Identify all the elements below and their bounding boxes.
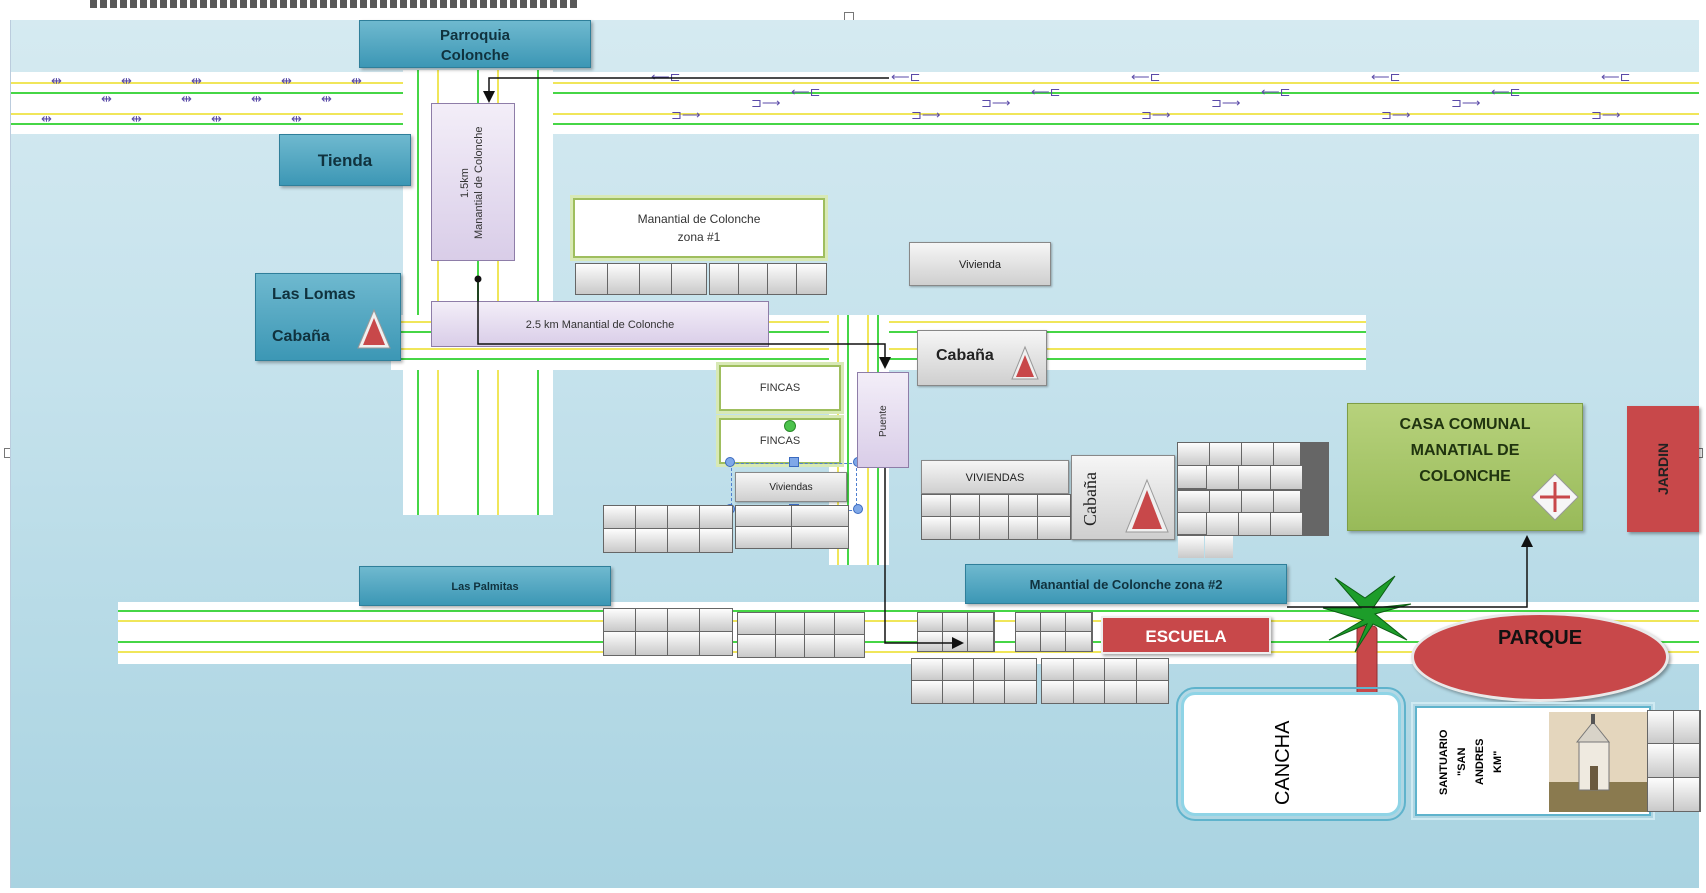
fincas-box-1: FINCAS — [716, 362, 844, 414]
houses-zona1-left — [575, 263, 707, 295]
vehicle-arrow-icon: ⇹ — [321, 91, 332, 106]
vivienda-box: Vivienda — [909, 242, 1051, 286]
parque-label: PARQUE — [1497, 627, 1583, 649]
km25-road-label: 2.5 km Manantial de Colonche — [431, 301, 769, 347]
vehicle-arrow-icon: ⊐⟶ — [671, 107, 701, 122]
casa-comunal-label: CASA COMUNAL MANATIAL DE COLONCHE — [1399, 416, 1531, 485]
houses-row-escuela-1 — [917, 612, 995, 652]
casa-comunal-box: CASA COMUNAL MANATIAL DE COLONCHE — [1347, 403, 1583, 531]
puente-box: Puente — [857, 372, 909, 468]
vehicle-arrow-icon: ⇹ — [101, 91, 112, 106]
jardin-label: JARDIN — [1655, 442, 1671, 496]
cabana-label: Cabaña — [272, 328, 330, 345]
houses-near-casa-bottom — [1177, 490, 1329, 558]
map-canvas: ⇹ ⇹ ⇹ ⇹ ⇹ ⇹ ⇹ ⇹ ⇹ ⇹ ⇹ ⇹ ⇹ ⟵⊏ ⟵⊏ ⟵⊏ ⟵⊏ ⟵⊏… — [10, 20, 1701, 888]
las-palmitas-box: Las Palmitas — [359, 566, 611, 606]
vehicle-arrow-icon: ⟵⊏ — [1131, 69, 1161, 84]
vehicle-arrow-icon: ⊐⟶ — [911, 107, 941, 122]
viviendas-caps-box: VIVIENDAS — [921, 460, 1069, 494]
cabana-vertical-box: Cabaña — [1071, 455, 1175, 540]
vehicle-arrow-icon: ⟵⊏ — [891, 69, 921, 84]
cancha-box: CANCHA — [1176, 687, 1406, 821]
cabana-right-label: Cabaña — [936, 347, 994, 364]
vehicle-arrow-icon: ⟵⊏ — [651, 69, 681, 84]
houses-below-palmitas-1 — [603, 608, 733, 656]
las-lomas-label: Las Lomas — [272, 286, 356, 303]
cancha-label: CANCHA — [1272, 720, 1294, 805]
vehicle-arrow-icon: ⇹ — [291, 111, 302, 126]
houses-row-escuela-4 — [1041, 658, 1169, 704]
km15-label-text: 1.5km Manantial de Colonche — [459, 126, 485, 240]
vehicle-arrow-icon: ⊐⟶ — [751, 95, 781, 110]
resize-handle[interactable] — [853, 504, 863, 514]
houses-row-escuela-3 — [911, 658, 1037, 704]
vehicle-arrow-icon: ⇹ — [51, 73, 62, 88]
cabana-vertical-label: Cabaña — [1080, 472, 1100, 526]
vehicle-arrow-icon: ⇹ — [351, 73, 362, 88]
vehicle-arrow-icon: ⇹ — [41, 111, 52, 126]
resize-handle[interactable] — [789, 457, 799, 467]
resize-handle[interactable] — [725, 457, 735, 467]
vehicle-arrow-icon: ⊐⟶ — [1451, 95, 1481, 110]
houses-left-of-viviendas — [603, 505, 733, 553]
houses-zona1-right — [709, 263, 827, 295]
houses-near-casa-top — [1177, 442, 1329, 513]
vehicle-arrow-icon: ⇹ — [131, 111, 142, 126]
vehicle-arrow-icon: ⇹ — [181, 91, 192, 106]
tienda-box: Tienda — [279, 134, 411, 186]
church-photo-icon — [1549, 712, 1647, 812]
las-lomas-cabana-box: Las Lomas Cabaña — [255, 273, 401, 361]
escuela-box: ESCUELA — [1101, 616, 1271, 654]
vehicle-arrow-icon: ⊐⟶ — [981, 95, 1011, 110]
vehicle-arrow-icon: ⇹ — [211, 111, 222, 126]
vehicle-arrow-icon: ⊐⟶ — [1591, 107, 1621, 122]
vehicle-arrow-icon: ⟵⊏ — [791, 84, 821, 99]
top-clipped-caption — [90, 0, 580, 8]
warning-triangle-icon — [1125, 478, 1169, 533]
jardin-box: JARDIN — [1627, 406, 1699, 532]
santuario-label: SANTUARIO "SAN ANDRES KM" — [1438, 729, 1504, 795]
top-road — [11, 72, 1699, 134]
vehicle-arrow-icon: ⊐⟶ — [1381, 107, 1411, 122]
houses-row-escuela-2 — [1015, 612, 1093, 652]
viviendas-small-box: Viviendas — [735, 472, 847, 502]
parroquia-colonche-box: Parroquia Colonche — [359, 20, 591, 68]
vehicle-arrow-icon: ⇹ — [251, 91, 262, 106]
warning-triangle-icon — [357, 308, 391, 349]
cabana-right-box: Cabaña — [917, 330, 1047, 386]
vehicle-arrow-icon: ⇹ — [281, 73, 292, 88]
puente-label: Puente — [878, 405, 889, 437]
vehicle-arrow-icon: ⊐⟶ — [1141, 107, 1171, 122]
rotation-handle[interactable] — [784, 420, 796, 432]
compass-icon — [1531, 473, 1579, 521]
manantial-zona2-box: Manantial de Colonche zona #2 — [965, 564, 1287, 604]
warning-triangle-icon — [1011, 345, 1039, 380]
vehicle-arrow-icon: ⊐⟶ — [1211, 95, 1241, 110]
manantial-zona1-box: Manantial de Colonche zona #1 — [570, 195, 828, 261]
vehicle-arrow-icon: ⟵⊏ — [1371, 69, 1401, 84]
fincas-box-2: FINCAS — [716, 415, 844, 467]
houses-bottom-right — [1647, 710, 1701, 812]
parque-ellipse: PARQUE — [1411, 612, 1669, 702]
houses-below-palmitas-2 — [737, 612, 865, 658]
km15-vertical-road-label: 1.5km Manantial de Colonche — [431, 103, 515, 261]
vehicle-arrow-icon: ⇹ — [121, 73, 132, 88]
vehicle-arrow-icon: ⇹ — [191, 73, 202, 88]
vehicle-arrow-icon: ⟵⊏ — [1601, 69, 1631, 84]
palm-tree-icon — [1322, 575, 1412, 697]
vehicle-arrow-icon: ⟵⊏ — [1491, 84, 1521, 99]
houses-under-viviendas — [735, 505, 849, 549]
vehicle-arrow-icon: ⟵⊏ — [1031, 84, 1061, 99]
vehicle-arrow-icon: ⟵⊏ — [1261, 84, 1291, 99]
santuario-box: SANTUARIO "SAN ANDRES KM" — [1411, 702, 1655, 820]
houses-under-viviendas-caps — [921, 494, 1071, 540]
